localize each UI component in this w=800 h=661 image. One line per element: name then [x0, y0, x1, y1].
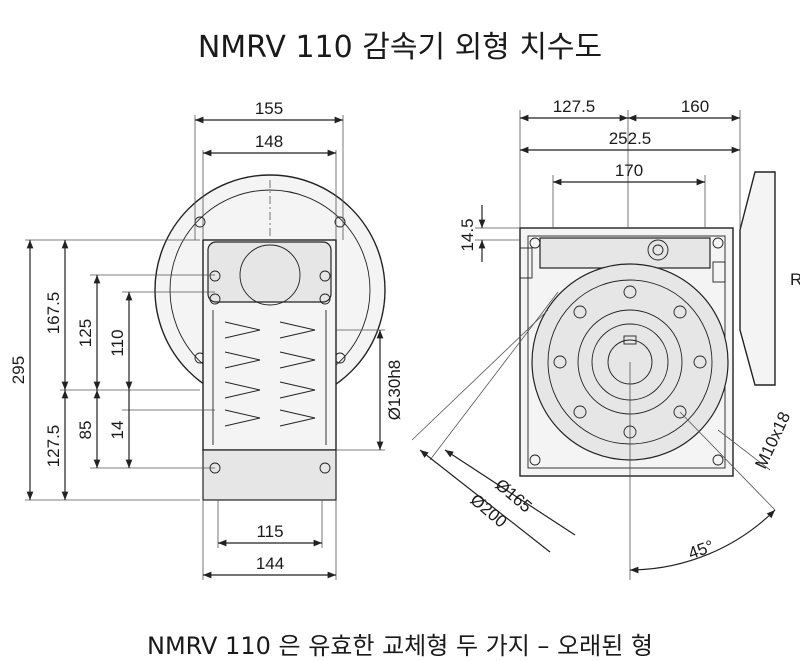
side-lug	[712, 261, 726, 283]
dim-left-small: 14.5	[458, 218, 477, 251]
dim-upper-core: 110	[108, 329, 127, 356]
dim-top-total: 252.5	[609, 129, 652, 148]
side-motor-flange	[739, 171, 776, 386]
front-boss-hole	[319, 270, 331, 282]
dim-lower-height: 127.5	[44, 425, 63, 468]
side-corner-hole	[712, 454, 724, 466]
front-top-boss	[207, 241, 332, 303]
ext-line	[411, 309, 549, 441]
dim-top-right: 160	[681, 97, 709, 116]
side-keyway	[623, 335, 637, 345]
dim-width-inner: 148	[255, 132, 283, 151]
bolt-spec: M10x18	[751, 409, 794, 472]
dim-angle: 45°	[686, 537, 717, 564]
side-corner-hole	[712, 237, 724, 249]
dim-lower-inner: 85	[76, 421, 95, 440]
side-top-bar	[539, 237, 711, 269]
front-boss-hole	[209, 270, 221, 282]
dim-total-height: 295	[9, 356, 28, 384]
front-view: 155 148 295 167.5 127.5 125 85 110 14 Ø1…	[9, 99, 404, 580]
dim-width-outer: 155	[255, 99, 283, 118]
dim-upper-height: 167.5	[44, 292, 63, 335]
front-output-bore	[239, 244, 301, 306]
edge-label: R	[790, 270, 800, 289]
front-base-foot	[202, 449, 337, 501]
dim-top-left: 127.5	[553, 97, 596, 116]
dimension-drawing: 155 148 295 167.5 127.5 125 85 110 14 Ø1…	[9, 97, 800, 580]
side-view: 127.5 160 252.5 170 14.5 Ø165 Ø200 45° M…	[411, 97, 800, 580]
front-cooling-fins	[212, 310, 327, 445]
angle-arc	[629, 509, 776, 574]
front-bolt-hole	[334, 216, 346, 228]
dim-flange-diameter: Ø130h8	[385, 360, 404, 421]
dim-line	[444, 449, 576, 536]
side-lug	[519, 247, 533, 279]
ext-line	[679, 411, 776, 511]
front-boss-hole	[209, 293, 221, 305]
ext-line	[717, 429, 771, 471]
side-corner-hole	[529, 237, 541, 249]
front-boss-hole	[319, 293, 331, 305]
dim-line	[419, 449, 551, 553]
page-title: NMRV 110 감속기 외형 치수도	[197, 30, 603, 65]
side-corner-hole	[529, 454, 541, 466]
footer-caption: NMRV 110 은 유효한 교체형 두 가지 – 오래된 형	[146, 632, 654, 660]
front-foot-hole	[319, 462, 331, 474]
ext-line	[429, 291, 559, 461]
dim-base-inner: 115	[256, 522, 283, 541]
dim-mid: 170	[615, 161, 643, 180]
side-plug-inner	[652, 244, 664, 256]
side-plug	[647, 239, 669, 261]
dim-lower-core: 14	[108, 421, 127, 440]
dim-upper-inner: 125	[76, 319, 95, 347]
dim-base-outer: 144	[256, 554, 284, 573]
